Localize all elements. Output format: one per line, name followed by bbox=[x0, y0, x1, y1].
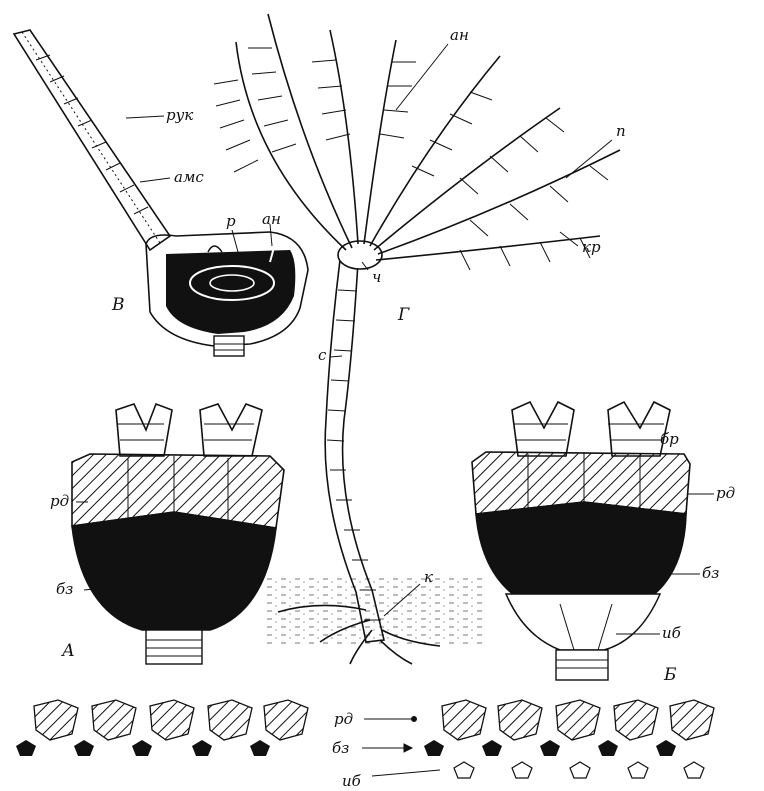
label-br: бр bbox=[660, 430, 679, 448]
label-p: п bbox=[616, 122, 626, 140]
stalk-segments bbox=[327, 290, 381, 620]
label-panel-g: Г bbox=[397, 305, 410, 325]
label-bz-row: бз bbox=[332, 739, 349, 757]
label-ib-b: иб bbox=[662, 624, 682, 642]
radial-row-left bbox=[34, 700, 308, 740]
basal-plates-b bbox=[476, 502, 686, 604]
radial-row-right bbox=[442, 700, 714, 740]
label-bz-b: бз bbox=[702, 564, 719, 582]
label-an-g: ан bbox=[450, 26, 469, 44]
label-kr: кр bbox=[582, 238, 601, 256]
label-an-b: ан bbox=[262, 210, 281, 228]
infrabasal-row-right bbox=[454, 762, 704, 778]
label-rd-row: рд bbox=[334, 710, 353, 728]
label-panel-b: Б bbox=[663, 665, 677, 685]
column-a bbox=[146, 630, 202, 664]
column-b bbox=[556, 650, 608, 680]
brachial-left-b bbox=[512, 402, 574, 456]
panel-a-calyx bbox=[72, 404, 284, 664]
arm-outline bbox=[14, 30, 170, 250]
seafloor bbox=[265, 575, 485, 645]
infrabasal-plates-b bbox=[506, 594, 660, 650]
brachial-right bbox=[200, 404, 262, 456]
brachial-left bbox=[116, 404, 172, 456]
label-panel-v: В bbox=[111, 295, 125, 315]
label-ib-row: иб bbox=[342, 772, 362, 790]
calyx-section-inner bbox=[166, 250, 295, 334]
panel-v-section bbox=[14, 30, 308, 356]
label-ruk: рук bbox=[166, 106, 193, 124]
labels: рук амс р ан В ан п кр ч Г с к рд бз А б… bbox=[50, 26, 735, 790]
label-bz-a: бз bbox=[56, 580, 73, 598]
arms bbox=[236, 14, 620, 260]
label-panel-a: А bbox=[61, 641, 75, 661]
label-s: с bbox=[318, 346, 327, 364]
calyx bbox=[338, 241, 382, 269]
basal-row-left bbox=[16, 740, 270, 756]
label-rd-b: рд bbox=[716, 484, 735, 502]
label-ams: амс bbox=[174, 168, 204, 186]
stalk-stump bbox=[214, 336, 244, 356]
basal-plates-a bbox=[72, 512, 276, 630]
label-ch: ч bbox=[372, 268, 381, 286]
bottom-plate-rows bbox=[16, 700, 714, 778]
label-rd-a: рд bbox=[50, 492, 69, 510]
label-r: р bbox=[226, 212, 236, 230]
panel-b-calyx bbox=[472, 402, 690, 680]
basal-row-right bbox=[424, 740, 676, 756]
arm-segments bbox=[22, 32, 160, 243]
label-k: к bbox=[424, 568, 433, 586]
